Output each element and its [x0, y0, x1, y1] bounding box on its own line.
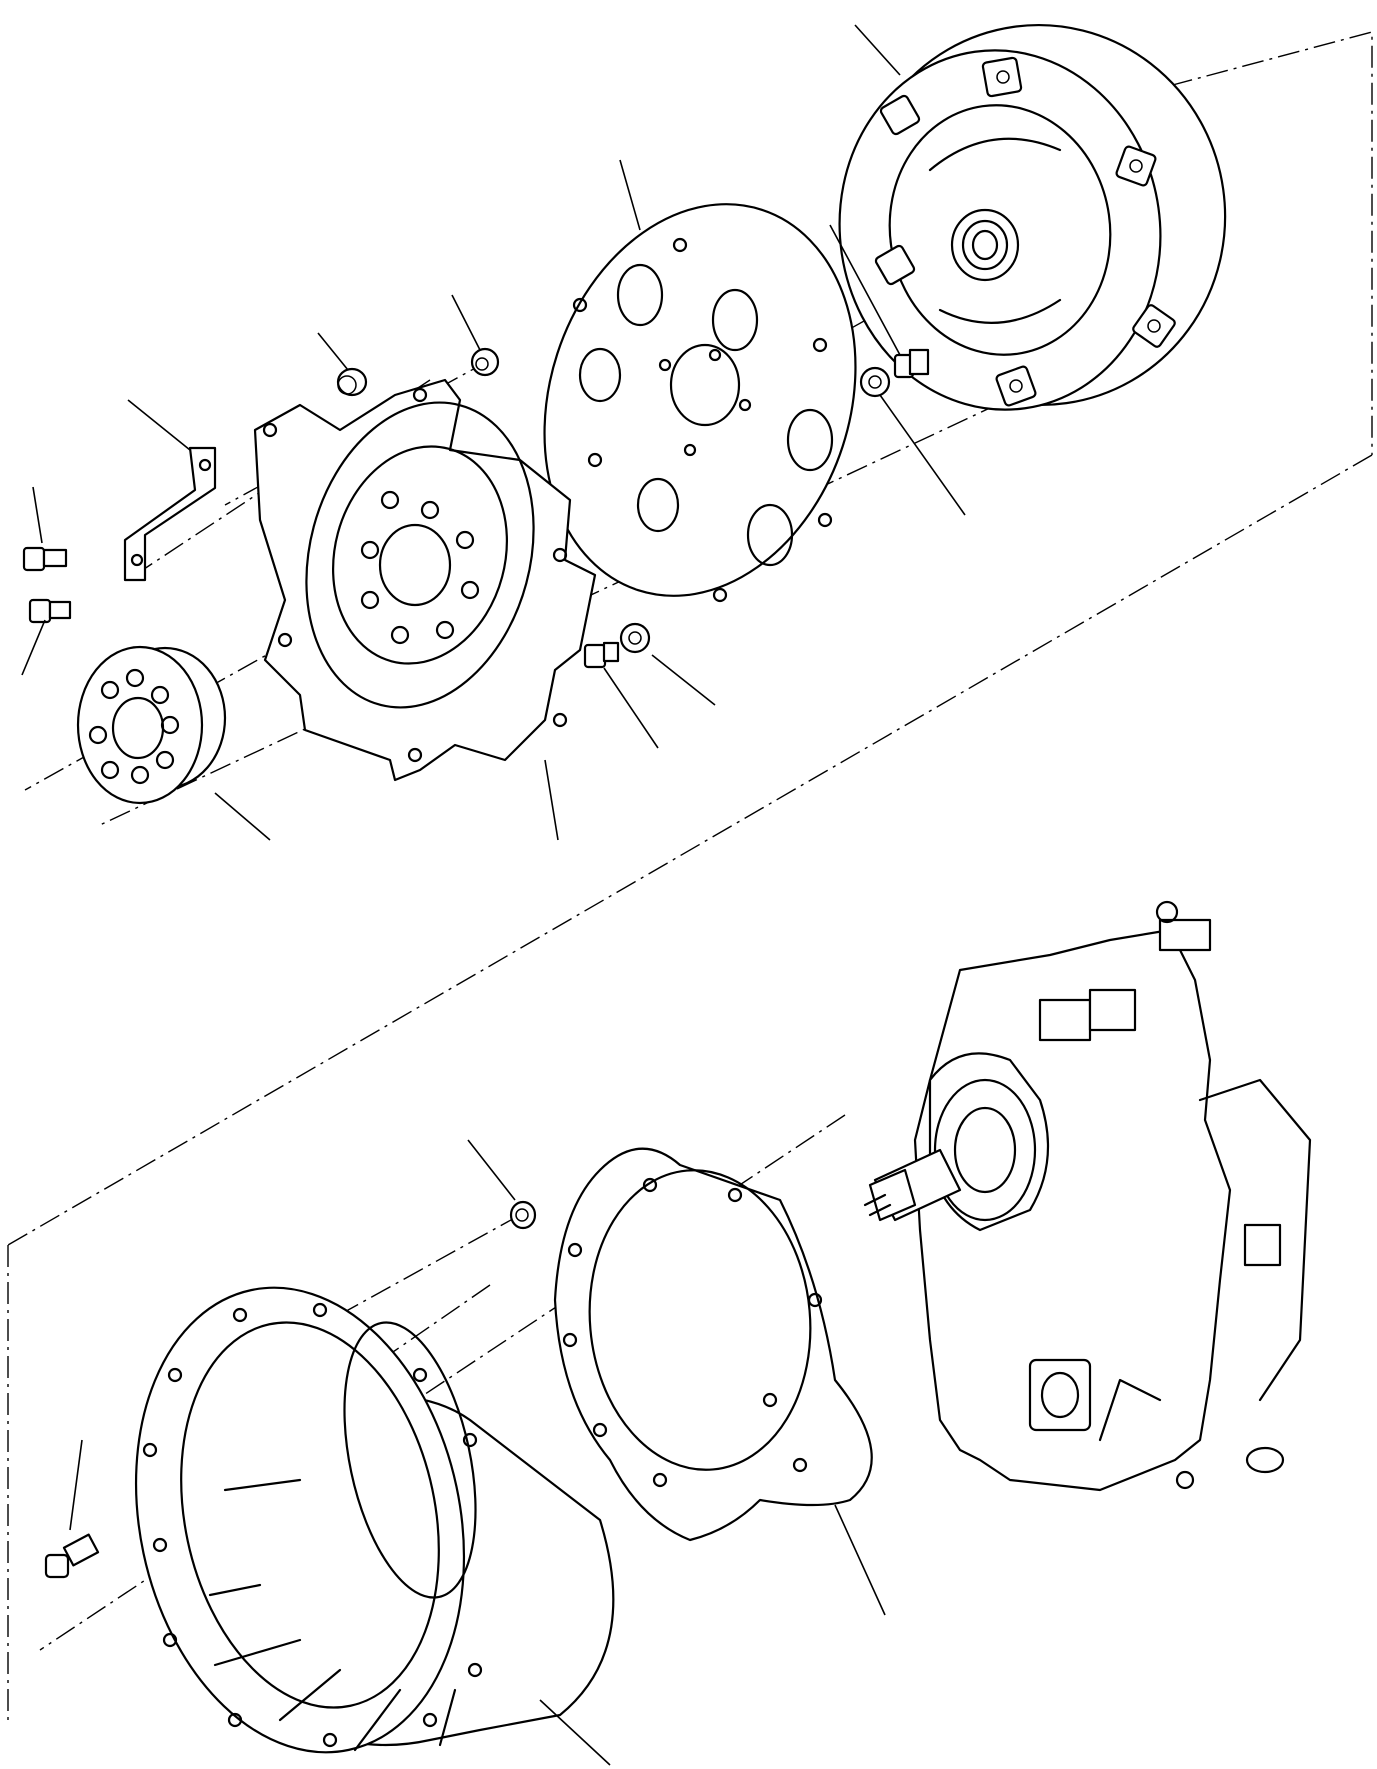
torque-converter	[838, 23, 1227, 411]
bracket	[123, 446, 217, 582]
drive-plate	[543, 203, 857, 603]
washer-icon	[859, 366, 891, 398]
bolt-icon	[22, 546, 68, 572]
nut-icon	[470, 347, 500, 377]
bolt-icon	[28, 598, 72, 624]
nut-icon	[509, 1200, 537, 1230]
bolt-icon	[44, 1533, 100, 1579]
bolt-icon	[893, 348, 930, 379]
flex-plate	[253, 378, 597, 782]
hub-adapter	[76, 645, 227, 805]
gasket	[553, 1147, 873, 1542]
washer-icon	[619, 622, 651, 654]
leader-lines	[21, 24, 966, 1766]
fasteners-top	[22, 347, 930, 669]
fasteners-bottom	[44, 1200, 537, 1579]
transmission	[863, 900, 1312, 1492]
bolt-icon	[583, 641, 620, 669]
nut-icon	[336, 367, 368, 397]
section-boundary-lines	[7, 31, 1373, 1725]
converter-housing	[134, 1286, 615, 1754]
